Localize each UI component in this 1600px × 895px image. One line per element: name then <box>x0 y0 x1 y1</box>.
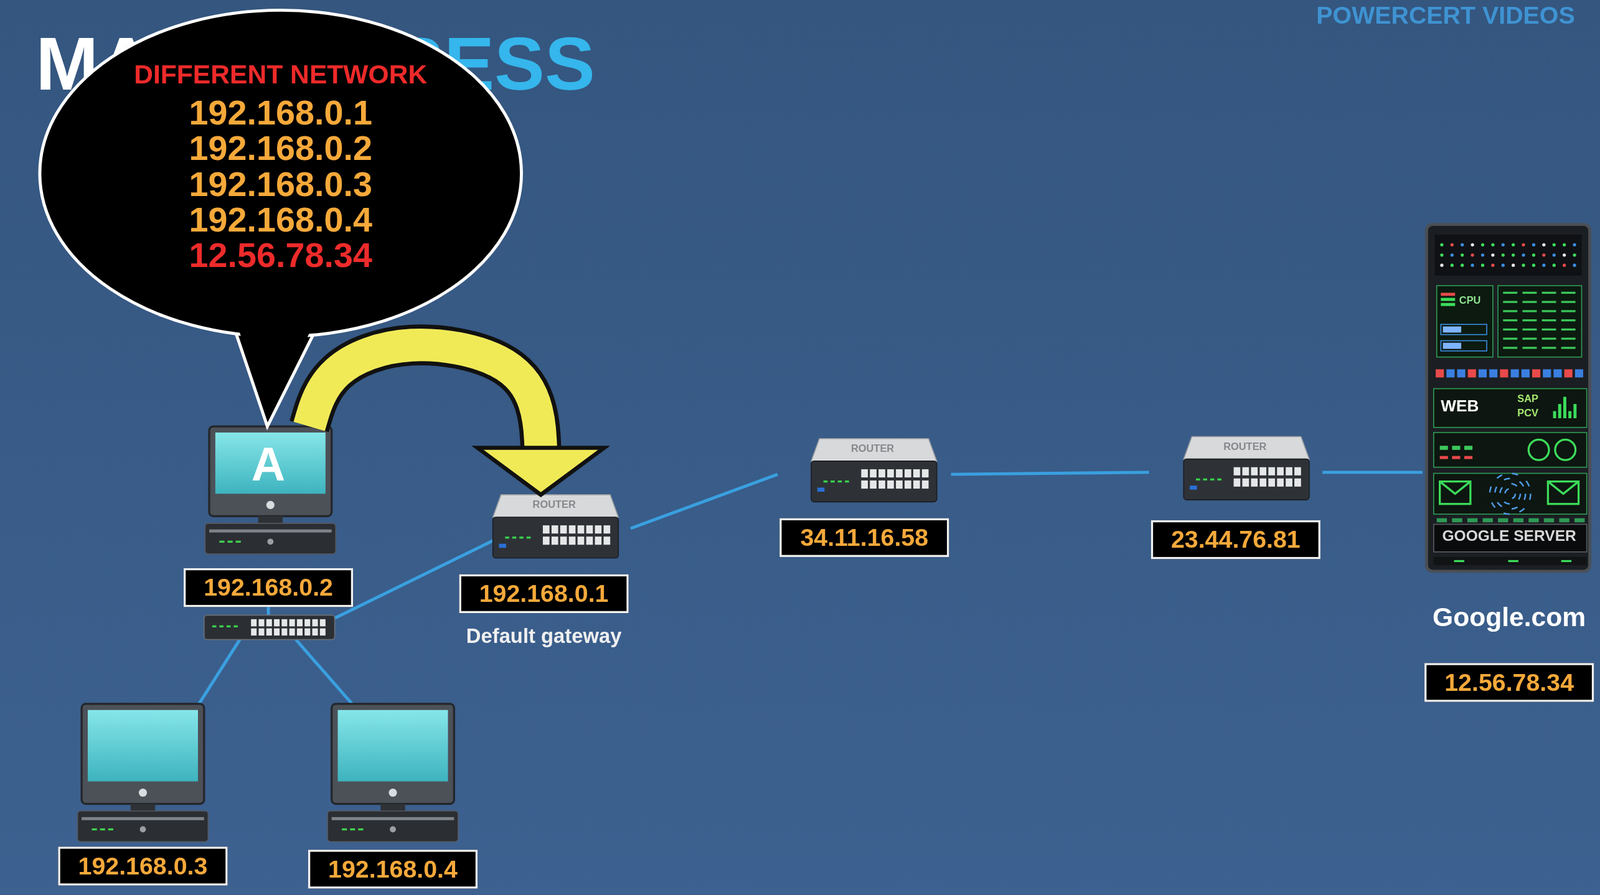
google-server: GOOGLE SERVER Google.com 12.56.78.34 <box>1422 224 1597 703</box>
network-cable <box>630 474 778 529</box>
computer: 192.168.0.3 <box>56 704 230 886</box>
node-text: 192.168.0.1 <box>189 95 373 131</box>
network-link <box>1322 471 1423 474</box>
switch-icon <box>204 615 335 640</box>
panel-label: PCV <box>1517 408 1539 419</box>
ip-label: 192.168.0.2 <box>183 568 353 608</box>
router: 23.44.76.81 <box>1149 437 1323 560</box>
device-label: ROUTER <box>851 443 895 454</box>
network-cable <box>199 640 241 705</box>
panel-label: CPU <box>1459 295 1482 306</box>
panel-label: SAP <box>1517 394 1539 405</box>
network-link <box>630 474 778 529</box>
router-icon <box>1183 437 1310 501</box>
arrow-outline <box>309 344 542 448</box>
computer-icon <box>77 704 209 842</box>
network-cable <box>1322 470 1423 474</box>
node-text: Default gateway <box>466 623 622 648</box>
ip-label: 12.56.78.34 <box>1424 663 1594 703</box>
network-cable <box>951 472 1150 475</box>
node-text: A <box>251 440 286 488</box>
panel-label: WEB <box>1440 397 1479 415</box>
ip-label: 192.168.0.1 <box>459 574 629 614</box>
yellow-arrow <box>309 344 605 495</box>
ip-label: 192.168.0.3 <box>57 846 228 886</box>
node-text: GOOGLE SERVER <box>1441 526 1576 546</box>
router-icon <box>493 494 619 559</box>
arrow-shaft <box>309 344 542 448</box>
ip-label: 23.44.76.81 <box>1151 520 1321 560</box>
computer-a: A 192.168.0.2 <box>181 426 356 608</box>
computer: 192.168.0.4 <box>306 704 480 890</box>
node-text: 192.168.0.2 <box>189 130 373 167</box>
node-text: 12.56.78.34 <box>189 237 373 274</box>
router: 34.11.16.58 <box>777 438 952 558</box>
node-text: 192.168.0.3 <box>189 166 373 202</box>
node-text: Google.com <box>1432 602 1586 634</box>
device-label: ROUTER <box>532 499 576 510</box>
computer-icon <box>327 704 459 842</box>
server-rack <box>1426 224 1590 572</box>
watermark: POWERCERT VIDEOS <box>1316 3 1575 28</box>
device-label: ROUTER <box>1223 442 1267 452</box>
router-icon <box>811 438 937 503</box>
default-gateway-router: 192.168.0.1Default gateway <box>456 494 631 649</box>
network-link <box>951 472 1150 475</box>
speech-bubble: DIFFERENT NETWORK192.168.0.1192.168.0.21… <box>37 8 524 429</box>
network-cable <box>295 640 352 705</box>
ip-label: 34.11.16.58 <box>779 518 949 558</box>
ip-label: 192.168.0.4 <box>308 849 478 889</box>
computer-icon <box>204 426 336 555</box>
node-text: 192.168.0.4 <box>189 202 373 238</box>
node-text: DIFFERENT NETWORK <box>133 59 428 91</box>
arrow-head <box>477 448 604 495</box>
